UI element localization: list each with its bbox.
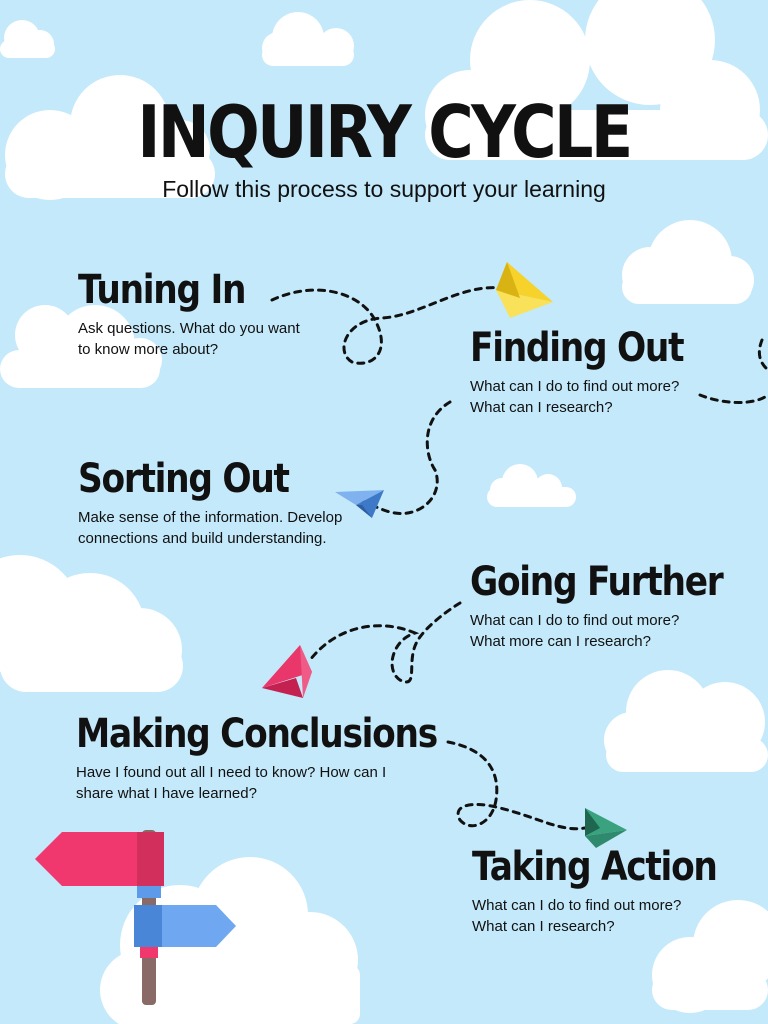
paper-plane-icon xyxy=(496,262,553,318)
cloud-icon xyxy=(487,464,576,507)
page-subtitle: Follow this process to support your lear… xyxy=(162,176,606,202)
signpost-icon xyxy=(35,830,236,1005)
cloud-icon xyxy=(262,12,354,66)
step-tuning-in: Tuning In Ask questions. What do you wan… xyxy=(78,268,338,360)
cloud-icon xyxy=(425,0,768,160)
cloud-icon xyxy=(622,220,754,304)
step-description: Have I found out all I need to know? How… xyxy=(76,764,387,802)
paper-plane-icon xyxy=(262,645,312,698)
page-title: INQUIRY CYCLE xyxy=(137,90,633,174)
step-description: What can I do to find out more? What mor… xyxy=(470,612,680,650)
paper-plane-icon xyxy=(585,808,627,848)
step-going-further: Going Further What can I do to find out … xyxy=(470,560,760,652)
step-title: Tuning In xyxy=(78,267,247,313)
step-description: Make sense of the information. Develop c… xyxy=(78,509,343,547)
step-description: What can I do to find out more? What can… xyxy=(470,378,680,416)
step-taking-action: Taking Action What can I do to find out … xyxy=(472,845,762,937)
cloud-icon xyxy=(0,20,55,58)
step-title: Finding Out xyxy=(470,325,685,371)
step-title: Going Further xyxy=(470,559,724,605)
step-description: What can I do to find out more? What can… xyxy=(472,897,682,935)
cloud-icon xyxy=(604,670,768,772)
step-title: Making Conclusions xyxy=(76,711,438,757)
cloud-icon xyxy=(652,900,768,1013)
step-description: Ask questions. What do you want to know … xyxy=(78,320,300,358)
step-sorting-out: Sorting Out Make sense of the informatio… xyxy=(78,457,378,549)
paper-plane-icon xyxy=(335,490,384,518)
step-finding-out: Finding Out What can I do to find out mo… xyxy=(470,326,760,418)
cloud-icon xyxy=(5,75,215,200)
step-title: Taking Action xyxy=(472,844,718,890)
cloud-icon xyxy=(0,555,183,692)
step-making-conclusions: Making Conclusions Have I found out all … xyxy=(76,711,438,804)
cloud-icon xyxy=(0,305,162,388)
step-title: Sorting Out xyxy=(78,456,290,502)
